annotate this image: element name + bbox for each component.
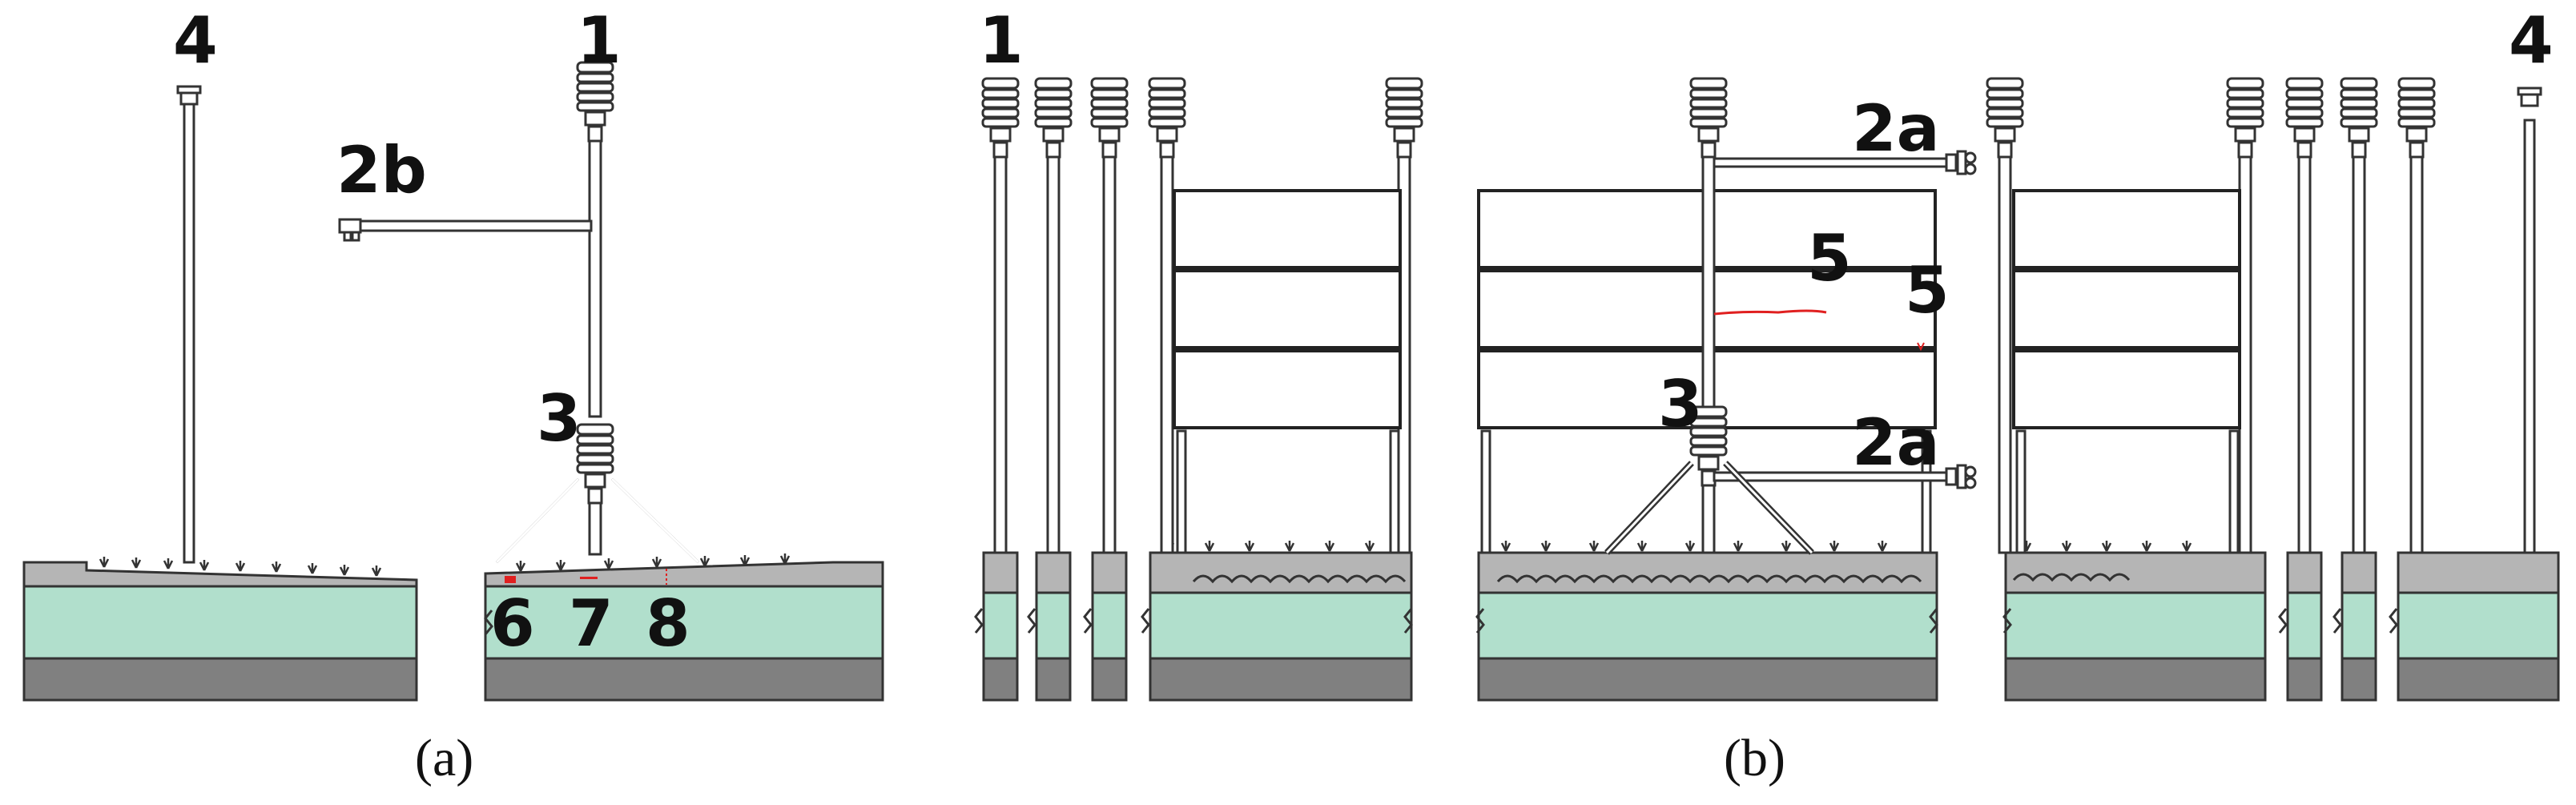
- label-5-right: 5: [1905, 253, 1950, 328]
- ground-segments-b: [982, 551, 2560, 702]
- radiation-shield-sensor-icon: [981, 77, 1020, 159]
- barrier-left: [1173, 189, 1402, 554]
- wind-sensor-icon: [1945, 150, 1977, 175]
- label-2b: 2b: [336, 133, 427, 207]
- masts-b: [981, 77, 2542, 554]
- label-4: 4: [2509, 3, 2554, 78]
- drain-wave-left: [1192, 574, 1407, 584]
- rain-cap-icon: [176, 85, 202, 106]
- red-marker-panel: [1713, 309, 1827, 316]
- label-2a-top: 2a: [1852, 91, 1940, 166]
- radiation-shield-sensor-icon: [2397, 77, 2436, 159]
- radiation-shield-sensor-icon: [2340, 77, 2378, 159]
- radiation-shield-sensor-icon: [576, 423, 614, 505]
- panel-b: 1 4 2a 2a 5 5 3 (b): [974, 3, 2560, 787]
- caption-a: (a): [415, 729, 473, 787]
- label-2a-bottom: 2a: [1852, 405, 1940, 480]
- radiation-shield-sensor-icon: [1385, 77, 1423, 159]
- wind-sensor-icon: [1945, 464, 1977, 489]
- label-7: 7: [569, 586, 614, 661]
- radiation-shield-sensor-icon: [1689, 77, 1728, 159]
- mast-4-a: [176, 85, 202, 564]
- red-marker-edge: [1917, 342, 1925, 352]
- ground-section-a-right: [484, 561, 884, 702]
- radiation-shield-sensor-icon: [1148, 77, 1186, 159]
- drain-wave-center: [1496, 574, 1922, 584]
- radiation-shield-sensor-icon: [2226, 77, 2264, 159]
- radiation-shield-sensor-icon: [1034, 77, 1073, 159]
- rain-cap-icon: [2517, 87, 2542, 107]
- ground-section-a-left: [22, 561, 418, 702]
- barrier-right: [2012, 189, 2241, 554]
- label-6: 6: [490, 586, 535, 661]
- radiation-shield-sensor-icon: [1986, 77, 2024, 159]
- caption-b: (b): [1724, 729, 1785, 787]
- label-8: 8: [646, 586, 690, 661]
- marker-6: [505, 576, 516, 583]
- label-3: 3: [1658, 367, 1703, 441]
- grass-b: [1164, 539, 2192, 553]
- label-5-left: 5: [1807, 221, 1852, 296]
- label-1: 1: [577, 3, 622, 78]
- drain-wave-right: [2012, 573, 2131, 582]
- mast-1-a: [338, 61, 700, 564]
- panel-a: 4 1 2b 3 6 7 8 (a): [22, 3, 884, 787]
- radiation-shield-sensor-icon: [2285, 77, 2324, 159]
- marker-7: [580, 577, 598, 579]
- markers-a: [505, 569, 667, 585]
- label-4: 4: [173, 3, 218, 78]
- wind-sensor-icon: [338, 218, 362, 242]
- radiation-shield-sensor-icon: [1090, 77, 1129, 159]
- mast-center-b: [1604, 77, 1977, 555]
- label-3: 3: [537, 381, 582, 456]
- label-1: 1: [979, 3, 1024, 78]
